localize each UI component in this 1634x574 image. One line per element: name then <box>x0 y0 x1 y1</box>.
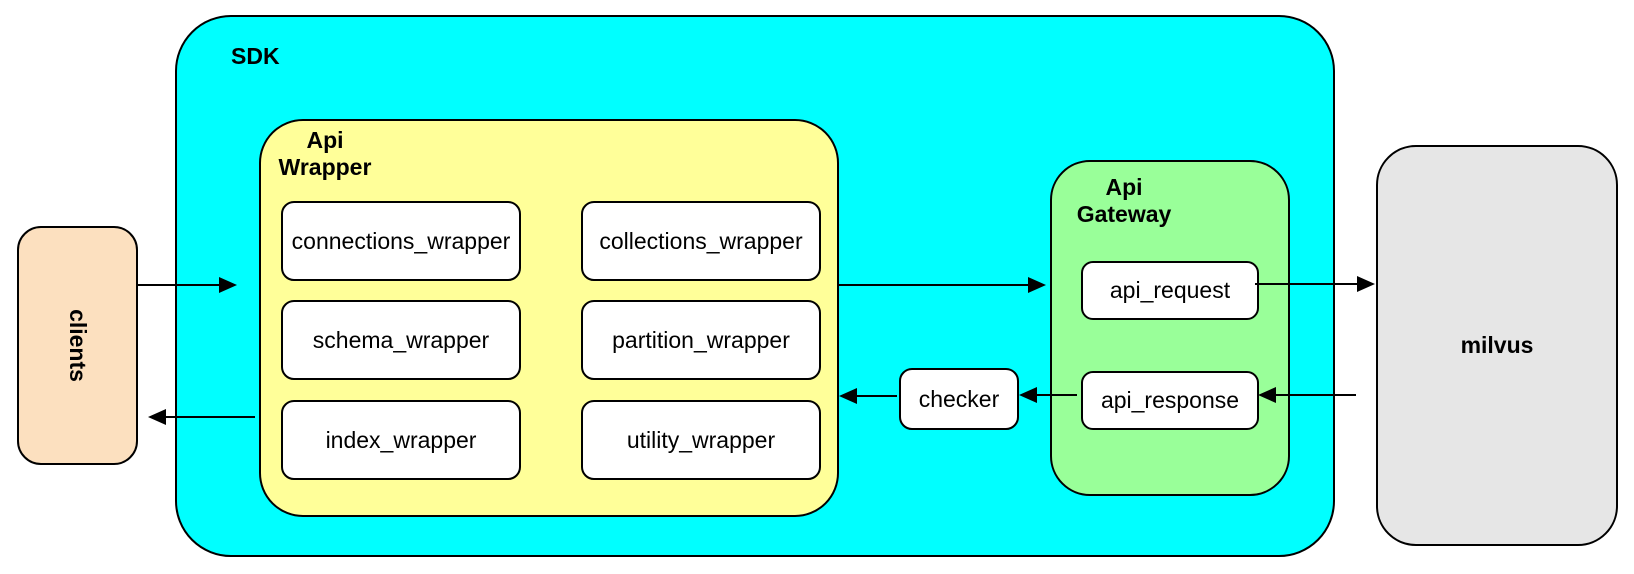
arrow-checker-to-apiwrapper <box>839 388 897 404</box>
arrowhead-left-icon <box>839 388 857 404</box>
clients-label: clients <box>65 309 91 382</box>
api-gateway-label: Api Gateway <box>1076 174 1172 228</box>
api-wrapper-container: Api Wrapper connections_wrapper collecti… <box>259 119 839 517</box>
arrowhead-left-icon <box>1019 387 1037 403</box>
utility-wrapper-box: utility_wrapper <box>581 400 821 480</box>
schema-wrapper-box: schema_wrapper <box>281 300 521 380</box>
arrow-milvus-to-apiresponse <box>1258 387 1356 403</box>
arrowhead-right-icon <box>1357 276 1375 292</box>
connections-wrapper-box: connections_wrapper <box>281 201 521 281</box>
clients-node: clients <box>17 226 138 465</box>
arrowhead-left-icon <box>148 409 166 425</box>
arrowhead-right-icon <box>219 277 237 293</box>
partition-wrapper-box: partition_wrapper <box>581 300 821 380</box>
arrow-clients-to-sdk <box>138 277 237 293</box>
api-request-box: api_request <box>1081 261 1259 320</box>
milvus-label: milvus <box>1460 332 1534 358</box>
checker-box: checker <box>899 368 1019 430</box>
index-wrapper-box: index_wrapper <box>281 400 521 480</box>
arrow-apiwrapper-to-apigateway <box>837 277 1046 293</box>
arrowhead-right-icon <box>1028 277 1046 293</box>
arrow-apirequest-to-milvus <box>1255 276 1375 292</box>
arrow-sdk-to-clients <box>148 409 255 425</box>
milvus-node: milvus <box>1376 145 1618 546</box>
arrow-apiresponse-to-checker <box>1019 387 1077 403</box>
api-gateway-container: Api Gateway api_request api_response <box>1050 160 1290 496</box>
sdk-label: SDK <box>231 43 280 69</box>
api-wrapper-label: Api Wrapper <box>278 127 372 181</box>
api-response-box: api_response <box>1081 371 1259 430</box>
sdk-container: SDK Api Wrapper connections_wrapper coll… <box>175 15 1335 557</box>
collections-wrapper-box: collections_wrapper <box>581 201 821 281</box>
arrowhead-left-icon <box>1258 387 1276 403</box>
